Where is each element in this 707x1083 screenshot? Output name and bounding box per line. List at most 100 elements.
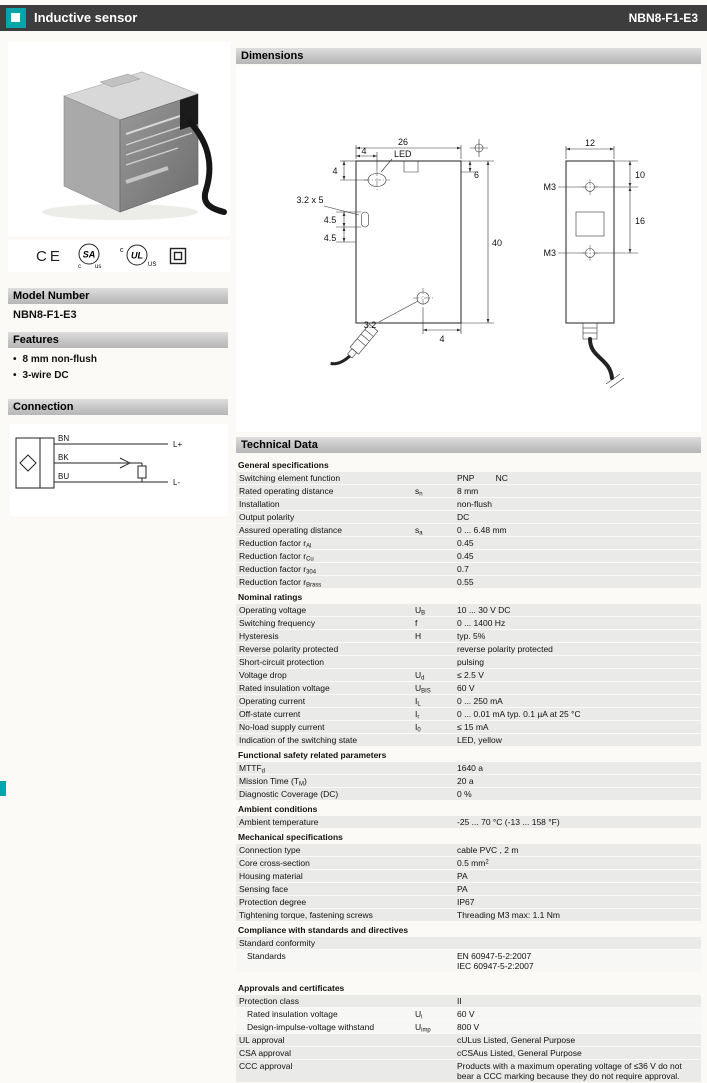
td-row-value: 20 a	[457, 776, 474, 786]
td-row-value: typ. 5%	[457, 631, 486, 641]
td-row-value: 0 ... 1400 Hz	[457, 618, 506, 628]
dim-led-offset: 4	[361, 146, 366, 156]
td-row-label: Reduction factor rAl	[239, 538, 312, 550]
td-row-symbol: f	[415, 618, 418, 628]
wire-label-bn: BN	[58, 434, 69, 443]
svg-text:c: c	[120, 247, 124, 254]
td-row-symbol	[415, 996, 457, 1006]
td-row-label: Short-circuit protection	[239, 657, 325, 667]
svg-text:SA: SA	[83, 250, 96, 260]
td-row-label: MTTFd	[239, 763, 265, 775]
td-row-value: 0 %	[457, 789, 472, 799]
svg-text:c: c	[78, 264, 81, 270]
td-row-symbol	[415, 1048, 457, 1058]
dim-led-label: LED	[394, 149, 412, 159]
td-row-value: cULus Listed, General Purpose	[457, 1035, 576, 1045]
td-row-label: Switching element function	[239, 473, 341, 483]
td-row-label: Protection degree	[239, 897, 307, 907]
csa-mark-icon: SA c us	[78, 243, 101, 270]
td-row-label: Output polarity	[239, 512, 295, 522]
td-row-symbol	[415, 538, 457, 548]
td-row-symbol: Ir	[415, 709, 420, 721]
td-row-symbol: sn	[415, 486, 423, 498]
td-row-label: Reduction factor r304	[239, 564, 317, 576]
td-row-symbol	[415, 776, 457, 786]
td-row-value: PNP NC	[457, 473, 508, 483]
td-row-value: 0.55	[457, 577, 474, 587]
td-row-value: pulsing	[457, 657, 484, 667]
td-row-value: II	[457, 996, 462, 1006]
td-row-value: Products with a maximum operating voltag…	[457, 1061, 685, 1081]
terminal-label-lminus: L-	[173, 478, 180, 487]
td-row-value: 60 V	[457, 1009, 475, 1019]
td-row-label: Indication of the switching state	[239, 735, 358, 745]
td-row-symbol	[415, 499, 457, 509]
td-row-symbol: Ui	[415, 1009, 423, 1021]
svg-text:UL: UL	[131, 251, 143, 261]
dim-hole-pitch: 16	[635, 216, 645, 226]
td-row: Mission Time (TM) 20 a	[236, 775, 701, 787]
td-row-symbol	[415, 871, 457, 881]
td-row-symbol	[415, 817, 457, 827]
td-row-label: CCC approval	[239, 1061, 293, 1071]
td-row-symbol: sa	[415, 525, 423, 537]
features-section-bar: Features	[8, 332, 228, 348]
dim-pitch2: 4.5	[324, 233, 337, 243]
model-number-section-bar: Model Number	[8, 288, 228, 304]
td-row-value: 0.5 mm2	[457, 858, 489, 868]
dim-hole-offset: 4	[439, 334, 444, 344]
td-row: Short-circuit protection pulsing	[236, 656, 701, 668]
ce-mark-icon: CE	[36, 247, 63, 265]
td-row-label: Housing material	[239, 871, 303, 881]
td-row-symbol	[415, 884, 457, 894]
td-row-label: Standards	[247, 951, 286, 961]
td-row-label: Reverse polarity protected	[239, 644, 339, 654]
td-row-label: Rated insulation voltage	[239, 683, 330, 693]
td-row-value: non-flush	[457, 499, 492, 509]
td-row-label: Sensing face	[239, 884, 289, 894]
connection-diagram: BN L+ BK BU L-	[10, 424, 228, 516]
td-row-label: Reduction factor rBrass	[239, 577, 322, 589]
dim-front-width: 26	[398, 137, 408, 147]
td-section-header: General specifications	[238, 460, 329, 470]
td-section-header: Compliance with standards and directives	[238, 925, 409, 935]
td-row-value: ≤ 15 mA	[457, 722, 489, 732]
td-row-label: Design-impulse-voltage withstand	[247, 1022, 375, 1032]
features-list: 8 mm non-flush3-wire DC	[13, 352, 97, 384]
td-row-value: cable PVC , 2 m	[457, 845, 519, 855]
svg-text:us: us	[95, 264, 101, 270]
td-row-label: Diagnostic Coverage (DC)	[239, 789, 339, 799]
td-row-value: IP67	[457, 897, 475, 907]
td-row-label: Mission Time (TM)	[239, 776, 307, 788]
td-row-label: Operating current	[239, 696, 306, 706]
wire-label-bk: BK	[58, 453, 69, 462]
dim-notch: 6	[474, 170, 479, 180]
td-row: Reverse polarity protected reverse polari…	[236, 643, 701, 655]
td-row-label: Rated operating distance	[239, 486, 334, 496]
td-row-label: Assured operating distance	[239, 525, 343, 535]
td-row-symbol	[415, 644, 457, 654]
target-symbol-icon	[470, 139, 488, 157]
td-row-value: 8 mm	[457, 486, 479, 496]
td-row-symbol	[415, 735, 457, 745]
td-row-symbol: Uimp	[415, 1022, 431, 1034]
td-row: Diagnostic Coverage (DC) 0 %	[236, 788, 701, 800]
td-row-value: reverse polarity protected	[457, 644, 553, 654]
td-row-symbol	[415, 910, 457, 920]
td-row: Standard conformity	[236, 937, 701, 949]
td-row-symbol: UB	[415, 605, 426, 617]
